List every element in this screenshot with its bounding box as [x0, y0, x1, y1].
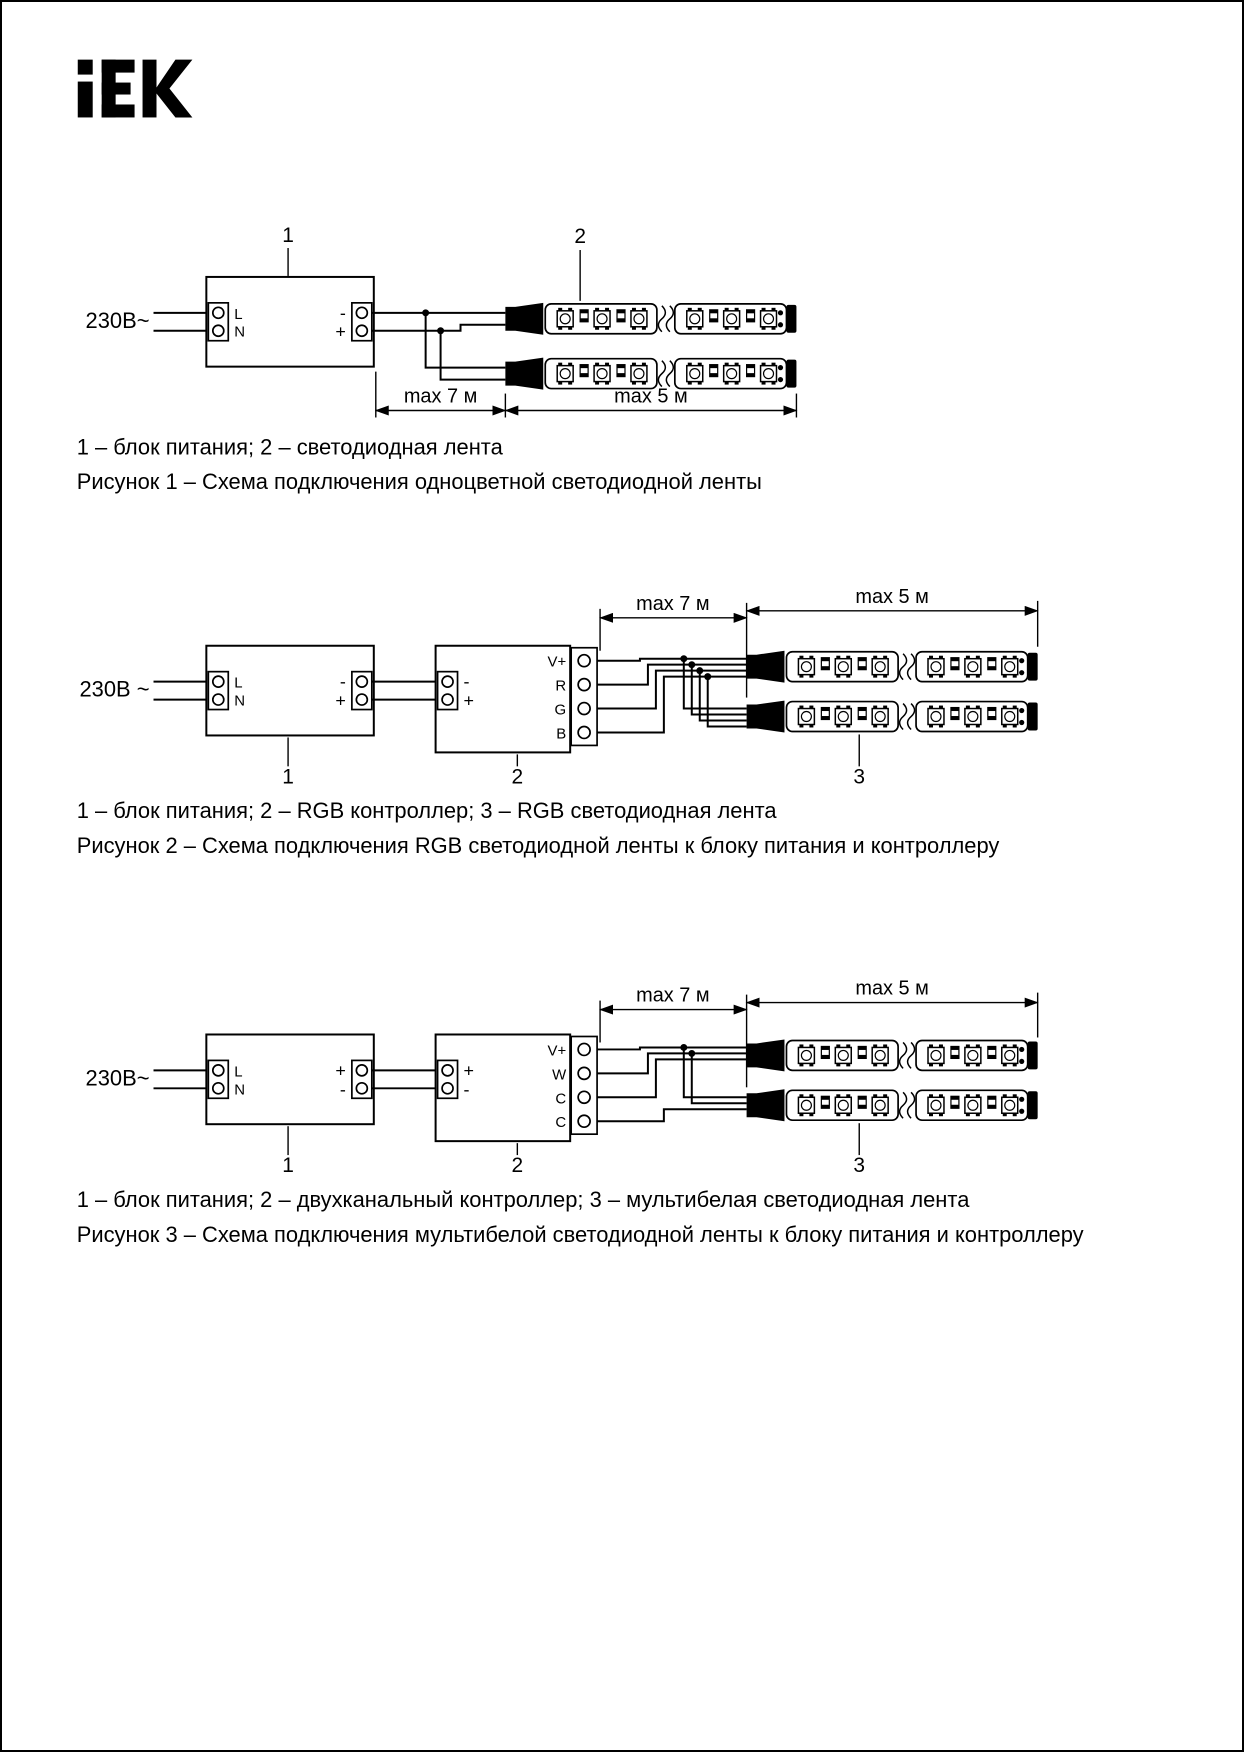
logo-e-bar: [101, 59, 135, 73]
figure1-callout-strip: 2: [574, 225, 586, 248]
controller-terminal-label: C: [555, 1114, 566, 1131]
figure3-voltage-label: 230В~: [86, 1065, 150, 1090]
psu-output-polarity-top: -: [340, 672, 346, 692]
figure2-callout-strip: 3: [853, 765, 865, 788]
junction-dot: [696, 667, 704, 675]
power-supply-box: [206, 646, 373, 736]
figure3-callout-controller: 2: [512, 1154, 524, 1177]
rgb-led-strip-row-2: [747, 701, 1038, 733]
power-supply-box: [206, 277, 373, 367]
figure1-voltage-label: 230В~: [86, 308, 150, 333]
controller-terminal-label: G: [555, 702, 567, 719]
junction-dot: [422, 309, 430, 317]
logo-k-arms: [156, 59, 193, 118]
junction-dot: [680, 1043, 688, 1051]
controller-terminal-label: V+: [547, 654, 566, 671]
figure-2: max 7 м max 5 м 230В ~ L N - + - + V+ R …: [77, 586, 1039, 858]
figure2-dimensions: max 7 м max 5 м: [599, 586, 1039, 698]
controller-input-polarity-top: +: [464, 1060, 474, 1080]
figure3-power-supply: L N + -: [206, 1034, 373, 1124]
iek-logo: [77, 59, 193, 118]
dimension-max5-label: max 5 м: [614, 386, 687, 408]
psu-output-polarity-top: +: [335, 1060, 345, 1080]
figure2-legend: 1 – блок питания; 2 – RGB контроллер; 3 …: [77, 798, 778, 823]
psu-terminal-N-label: N: [234, 1081, 245, 1098]
figure2-power-supply: L N - +: [206, 646, 373, 736]
psu-output-polarity-bottom: -: [340, 1079, 346, 1099]
dimension-max7-label: max 7 м: [636, 593, 709, 615]
controller-to-strip-wires: [597, 657, 747, 734]
controller-output-terminals: [570, 1035, 598, 1136]
figure1-power-supply: L N - +: [206, 277, 373, 367]
controller-terminal-label: V+: [547, 1042, 566, 1059]
figure3-two-channel-controller: + - V+ W C C: [436, 1034, 598, 1141]
controller-to-strip-wires: [597, 1046, 747, 1123]
junction-dot: [680, 655, 688, 663]
logo-i-stem: [77, 81, 93, 118]
multiwhite-led-strip-row-1: [747, 1039, 1038, 1071]
multiwhite-led-strip-row-2: [747, 1089, 1038, 1121]
psu-terminal-L-label: L: [234, 1063, 242, 1080]
figure2-voltage-label: 230В ~: [79, 677, 149, 702]
controller-output-terminals: [570, 646, 598, 747]
figure-3: max 7 м max 5 м 230В~ L N + - + - V+ W C…: [77, 978, 1084, 1247]
figure1-callout-psu: 1: [282, 224, 294, 247]
controller-input-polarity-bottom: -: [464, 1079, 470, 1099]
figure1-caption: Рисунок 1 – Схема подключения одноцветно…: [77, 469, 762, 494]
psu-to-controller-wires: [371, 1069, 438, 1090]
junction-dot: [688, 661, 696, 669]
psu-output-polarity-bottom: +: [335, 691, 345, 711]
psu-terminal-N-label: N: [234, 324, 245, 341]
figure1-legend: 1 – блок питания; 2 – светодиодная лента: [77, 434, 504, 459]
figure2-caption: Рисунок 2 – Схема подключения RGB светод…: [77, 833, 1000, 858]
figure3-callout-strip: 3: [853, 1154, 865, 1177]
dimension-max5-label: max 5 м: [855, 586, 928, 608]
controller-terminal-label: B: [556, 725, 566, 742]
controller-terminal-label: W: [552, 1066, 567, 1083]
figure3-legend: 1 – блок питания; 2 – двухканальный конт…: [77, 1187, 970, 1212]
mains-wires: [153, 1069, 209, 1090]
power-supply-box: [206, 1034, 373, 1124]
figure3-dimensions: max 7 м max 5 м: [599, 978, 1039, 1088]
logo-e-bar: [101, 82, 131, 95]
controller-input-polarity-top: -: [464, 672, 470, 692]
junction-dot: [688, 1049, 696, 1057]
controller-terminal-label: R: [555, 678, 566, 695]
junction-dot: [704, 673, 712, 681]
dimension-max7-label: max 7 м: [636, 985, 709, 1007]
figure-1: 1 2 230В~ L N - + max 7 м max 5 м 1 – бл…: [77, 224, 798, 494]
dc-output-wires: [371, 311, 506, 381]
figure1-dimensions: max 7 м max 5 м: [374, 371, 798, 418]
psu-to-controller-wires: [371, 680, 438, 701]
dimension-max5-label: max 5 м: [855, 978, 928, 1000]
figure2-callout-psu: 1: [282, 765, 294, 788]
logo-k-stem: [142, 59, 157, 118]
figure2-callout-controller: 2: [512, 765, 524, 788]
figure3-caption: Рисунок 3 – Схема подключения мультибело…: [77, 1222, 1084, 1247]
mains-wires: [153, 680, 209, 701]
psu-output-polarity-top: -: [340, 303, 346, 323]
led-strip-row-1: [505, 303, 796, 335]
mains-wires: [153, 311, 209, 332]
psu-terminal-L-label: L: [234, 675, 242, 692]
dimension-max7-label: max 7 м: [404, 386, 477, 408]
psu-terminal-L-label: L: [234, 306, 242, 323]
controller-input-polarity-bottom: +: [464, 691, 474, 711]
rgb-led-strip-row-1: [747, 651, 1038, 683]
junction-dot: [437, 327, 445, 335]
figure3-callout-psu: 1: [282, 1154, 294, 1177]
figure2-rgb-controller: - + V+ R G B: [436, 646, 598, 753]
psu-terminal-N-label: N: [234, 693, 245, 710]
psu-output-polarity-bottom: +: [335, 322, 345, 342]
controller-terminal-label: C: [555, 1090, 566, 1107]
logo-i-dot: [77, 59, 93, 75]
logo-e-bar: [101, 104, 135, 118]
